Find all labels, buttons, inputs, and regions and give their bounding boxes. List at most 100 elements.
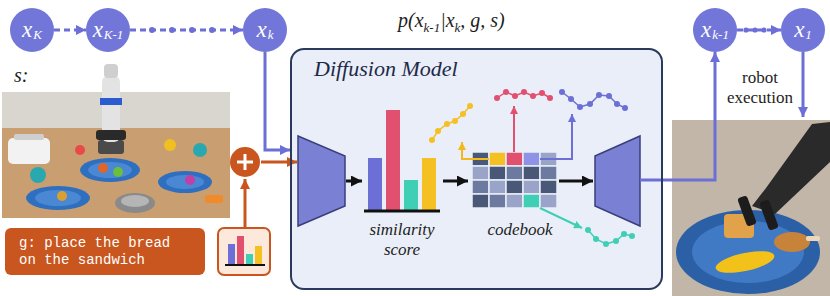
action-chains <box>606 93 612 99</box>
execution-photo <box>806 236 820 241</box>
scene-photo <box>26 186 90 210</box>
execution-photo <box>752 122 830 214</box>
action-chains <box>429 89 635 247</box>
model-title: Diffusion Model <box>314 56 458 82</box>
scene-photo <box>88 162 132 178</box>
ellipsis-dots <box>752 27 757 32</box>
scene-photo <box>98 163 108 173</box>
execution-photo <box>672 52 830 296</box>
action-chains <box>585 227 591 233</box>
plus-symbol <box>230 147 260 177</box>
formula: p(xk-1|xk, g, s) <box>398 9 505 32</box>
state-index: k <box>268 27 274 43</box>
execution-photo <box>774 232 810 252</box>
action-chains <box>429 103 473 143</box>
scene-photo <box>166 175 204 189</box>
model-box: Diffusion Model <box>290 48 663 290</box>
codebook-grid <box>489 166 506 180</box>
state-circle: x1 <box>781 8 825 52</box>
state-label: s: <box>14 64 54 87</box>
plus-symbol <box>230 147 260 177</box>
action-chains <box>559 89 565 95</box>
output-label: robot execution <box>720 68 800 108</box>
decoder <box>595 136 640 226</box>
goal-score-chart <box>218 228 270 275</box>
execution-photo <box>759 199 779 231</box>
codebook-grid <box>506 180 523 194</box>
codebook-grid <box>489 180 506 194</box>
action-chains <box>596 92 602 98</box>
codebook-grid <box>472 166 489 180</box>
action-chains <box>547 95 553 101</box>
execution-photo <box>802 52 805 117</box>
codebook-grid <box>472 180 489 194</box>
flow-arrows <box>346 180 362 183</box>
goal-score-chart <box>237 236 244 264</box>
model-panel-fill <box>291 49 662 289</box>
codebook-grid <box>506 152 523 166</box>
scene-photo <box>158 171 212 193</box>
goal-score-chart <box>218 228 270 275</box>
part-label: codebook <box>478 220 562 240</box>
state-symbol: x <box>257 17 267 43</box>
similarity-bars <box>364 110 440 211</box>
scene-photo <box>193 143 207 157</box>
scene-photo <box>8 138 50 164</box>
action-chains <box>435 128 441 134</box>
state-index: K-1 <box>104 27 124 43</box>
state-circle: xK <box>10 8 54 52</box>
scene-photo <box>30 167 46 183</box>
action-chains <box>593 236 599 242</box>
action-chains <box>467 103 473 109</box>
state-symbol: x <box>794 17 804 43</box>
scene-photo <box>14 134 44 140</box>
similarity-bars <box>386 110 400 210</box>
codebook-grid <box>523 194 540 208</box>
code-arrows <box>462 142 489 159</box>
action-chains <box>629 233 635 239</box>
state-symbol: x <box>701 17 711 43</box>
condition-wires <box>244 179 247 227</box>
codebook-grid <box>523 180 540 194</box>
execution-photo <box>737 195 757 227</box>
connector <box>54 29 86 32</box>
code-arrows <box>540 114 572 159</box>
flow-arrows <box>640 179 663 182</box>
code-arrows <box>462 106 582 228</box>
scene-photo <box>35 190 81 206</box>
codebook-grid <box>540 180 557 194</box>
action-chains <box>432 106 470 140</box>
state-circle: xK-1 <box>86 8 130 52</box>
state-symbol: x <box>22 17 32 43</box>
encoder <box>298 136 345 226</box>
formula-part: |x <box>440 9 454 31</box>
execution-photo <box>714 247 776 277</box>
action-chains <box>539 90 545 96</box>
action-chains <box>521 89 527 95</box>
action-chains <box>577 104 583 110</box>
codebook-grid <box>506 166 523 180</box>
action-chains <box>503 89 509 95</box>
goal-score-chart <box>225 264 265 266</box>
codebook-grid <box>540 166 557 180</box>
connector <box>265 52 290 150</box>
codebook-grid <box>523 152 540 166</box>
action-chains <box>562 92 625 108</box>
similarity-bars <box>368 158 382 210</box>
state-circle: xk <box>243 8 287 52</box>
codebook-grid <box>489 194 506 208</box>
goal-text: g: place the bread on the sandwich <box>19 235 191 269</box>
action-chains <box>568 96 574 102</box>
action-chains <box>613 238 619 244</box>
scene-photo <box>98 140 124 154</box>
action-chains <box>585 227 635 247</box>
action-chains <box>614 101 620 107</box>
connector <box>130 29 243 32</box>
code-arrows <box>513 106 515 152</box>
scene-photo <box>104 64 118 78</box>
action-chains <box>587 101 593 107</box>
state-circle: xk-1 <box>693 8 737 52</box>
scene-photo <box>115 193 155 213</box>
scene-photo <box>96 130 126 140</box>
